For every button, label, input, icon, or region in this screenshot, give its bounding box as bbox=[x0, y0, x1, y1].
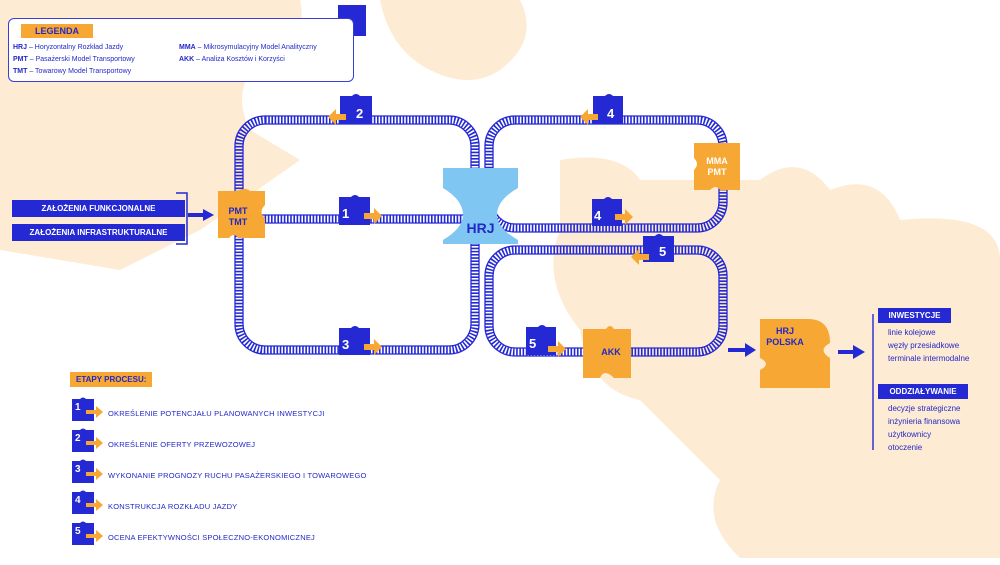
investment-item: linie kolejowe bbox=[888, 328, 936, 337]
step-marker-5: 5 bbox=[529, 336, 537, 351]
stage-text-4: KONSTRUKCJA ROZKŁADU JAZDY bbox=[108, 502, 238, 511]
hrj-polska-line1: HRJ bbox=[775, 326, 794, 336]
legend-item-tmt: TMT – Towarowy Model Transportowy bbox=[13, 68, 132, 75]
hrj-polska-node-label: HRJ POLSKA bbox=[760, 326, 810, 348]
investment-item: terminale intermodalne bbox=[888, 354, 970, 363]
stage-text-3: WYKONANIE PROGNOZY RUCHU PASAŻERSKIEGO I… bbox=[108, 471, 367, 480]
akk-node-label: AKK bbox=[601, 347, 621, 357]
mma-pmt-node-label: MMA PMT bbox=[694, 156, 740, 178]
legend-box: LEGENDA HRJ – Horyzontalny Rozkład Jazdy… bbox=[8, 18, 354, 82]
hrj-node-shape bbox=[443, 168, 518, 244]
tmt-label: TMT bbox=[228, 217, 248, 227]
input-infrastructure-assumptions: ZAŁOŻENIA INFRASTRUKTURALNE bbox=[12, 224, 185, 241]
step-marker-3: 3 bbox=[342, 337, 350, 352]
stages-title: ETAPY PROCESU: bbox=[70, 372, 153, 387]
legend-title: LEGENDA bbox=[21, 24, 94, 38]
akk-puzzle-icon bbox=[583, 326, 631, 378]
step-marker-1: 1 bbox=[342, 206, 350, 221]
impact-item: inżynieria finansowa bbox=[888, 417, 961, 426]
legend-item-mma: MMA – Mikrosymulacyjny Model Analityczny bbox=[179, 44, 317, 51]
investments-heading: INWESTYCJE bbox=[878, 308, 951, 323]
impact-item: decyzje strategiczne bbox=[888, 404, 961, 413]
stage-num-3: 3 bbox=[75, 464, 81, 475]
stage-text-1: OKREŚLENIE POTENCJAŁU PLANOWANYCH INWEST… bbox=[108, 409, 325, 418]
arrow-to-outputs bbox=[838, 345, 865, 359]
stage-num-1: 1 bbox=[75, 402, 81, 413]
pmt-tmt-puzzle-icon bbox=[218, 189, 265, 238]
legend-item-hrj: HRJ – Horyzontalny Rozkład Jazdy bbox=[13, 44, 124, 51]
step-arrows bbox=[328, 109, 649, 357]
mma-label: MMA bbox=[706, 156, 728, 166]
hrj-polska-line2: POLSKA bbox=[766, 337, 804, 347]
input-bracket bbox=[176, 192, 188, 245]
stage-num-2: 2 bbox=[75, 433, 81, 444]
mma-pmt-puzzle-icon bbox=[694, 143, 740, 190]
impacts-heading: ODDZIAŁYWANIE bbox=[878, 384, 968, 399]
impact-item: otoczenie bbox=[888, 443, 923, 452]
step-marker-4: 4 bbox=[594, 208, 602, 223]
hrj-polska-puzzle-icon bbox=[760, 319, 830, 388]
step-marker-5-top: 5 bbox=[659, 244, 667, 259]
pmt-tmt-node-label: PMT TMT bbox=[218, 206, 258, 228]
step-marker-4-top: 4 bbox=[607, 106, 615, 121]
stage-num-4: 4 bbox=[75, 495, 81, 506]
stage-text-2: OKREŚLENIE OFERTY PRZEWOZOWEJ bbox=[108, 440, 256, 449]
arrow-to-pmt-tmt bbox=[188, 209, 214, 221]
legend-item-pmt: PMT – Pasażerski Model Transportowy bbox=[13, 56, 135, 63]
pmt-label: PMT bbox=[228, 206, 248, 216]
step-marker-2: 2 bbox=[356, 106, 364, 121]
arrow-to-hrj-polska bbox=[728, 343, 756, 357]
impact-item: użytkownicy bbox=[888, 430, 932, 439]
pmt-label-2: PMT bbox=[707, 167, 727, 177]
stage-num-5: 5 bbox=[75, 526, 81, 537]
hrj-node-label: HRJ bbox=[466, 220, 495, 236]
legend-item-akk: AKK – Analiza Kosztów i Korzyści bbox=[179, 56, 285, 63]
stage-text-5: OCENA EFEKTYWNOŚCI SPOŁECZNO-EKONOMICZNE… bbox=[108, 533, 315, 542]
stages-icons bbox=[72, 397, 103, 545]
investment-item: węzły przesiadkowe bbox=[888, 341, 960, 350]
input-functional-assumptions: ZAŁOŻENIA FUNKCJONALNE bbox=[12, 200, 185, 217]
